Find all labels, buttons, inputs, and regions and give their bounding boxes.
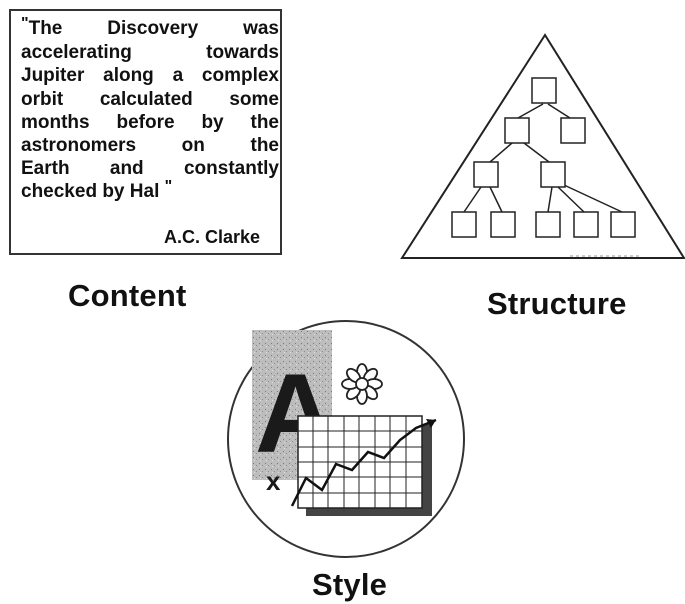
tree-edge xyxy=(547,186,553,213)
tree-edge xyxy=(489,186,503,213)
structure-label: Structure xyxy=(487,286,627,321)
tree-edge xyxy=(563,184,623,213)
quote-line: accelerating towards xyxy=(21,42,279,64)
quote-line: checked by Hal " xyxy=(21,178,173,203)
tree-nodes xyxy=(451,77,636,238)
quote-line: orbit calculated some xyxy=(21,88,279,110)
tree-node xyxy=(451,211,477,238)
tree-node xyxy=(490,211,516,238)
quote-line: Jupiter along a complex xyxy=(21,65,279,87)
quote-line: "The Discovery was xyxy=(21,15,279,39)
quote-line: months before by the xyxy=(21,111,279,133)
tree-node xyxy=(573,211,599,238)
tree-edge xyxy=(517,103,544,119)
tree-node xyxy=(540,161,566,188)
tree-edge xyxy=(557,186,585,213)
small-letter-x: x xyxy=(266,466,281,496)
tree-edge xyxy=(547,103,571,119)
tree-node xyxy=(560,117,586,144)
tree-node xyxy=(610,211,636,238)
quote-author: A.C. Clarke xyxy=(163,227,260,247)
tree-node xyxy=(535,211,561,238)
tree-node xyxy=(531,77,557,104)
flower-icon xyxy=(341,363,383,405)
close-quote-mark: " xyxy=(164,178,173,196)
tree-edge xyxy=(523,142,550,163)
tree-edge xyxy=(463,186,482,213)
chart-arrowhead xyxy=(426,419,436,428)
chart-icon xyxy=(290,415,437,516)
chart-trend-line xyxy=(290,418,437,507)
style-label: Style xyxy=(312,567,388,602)
style-circle-icon: A x xyxy=(227,320,465,558)
chart-grid xyxy=(298,416,422,508)
tree-edge xyxy=(489,142,513,163)
triangle-outline xyxy=(400,33,685,259)
tree-node xyxy=(473,161,499,188)
quote-line: astronomers on the xyxy=(21,135,279,157)
tree-node xyxy=(504,117,530,144)
tree-edges xyxy=(463,103,623,213)
quote-text: "The Discovery was accelerating towards … xyxy=(21,15,279,205)
quote-line: Earth and constantly xyxy=(21,158,279,180)
content-label: Content xyxy=(68,278,187,313)
open-quote-mark: " xyxy=(21,15,29,32)
structure-triangle-icon xyxy=(400,33,685,259)
content-quote-box: "The Discovery was accelerating towards … xyxy=(9,9,282,255)
